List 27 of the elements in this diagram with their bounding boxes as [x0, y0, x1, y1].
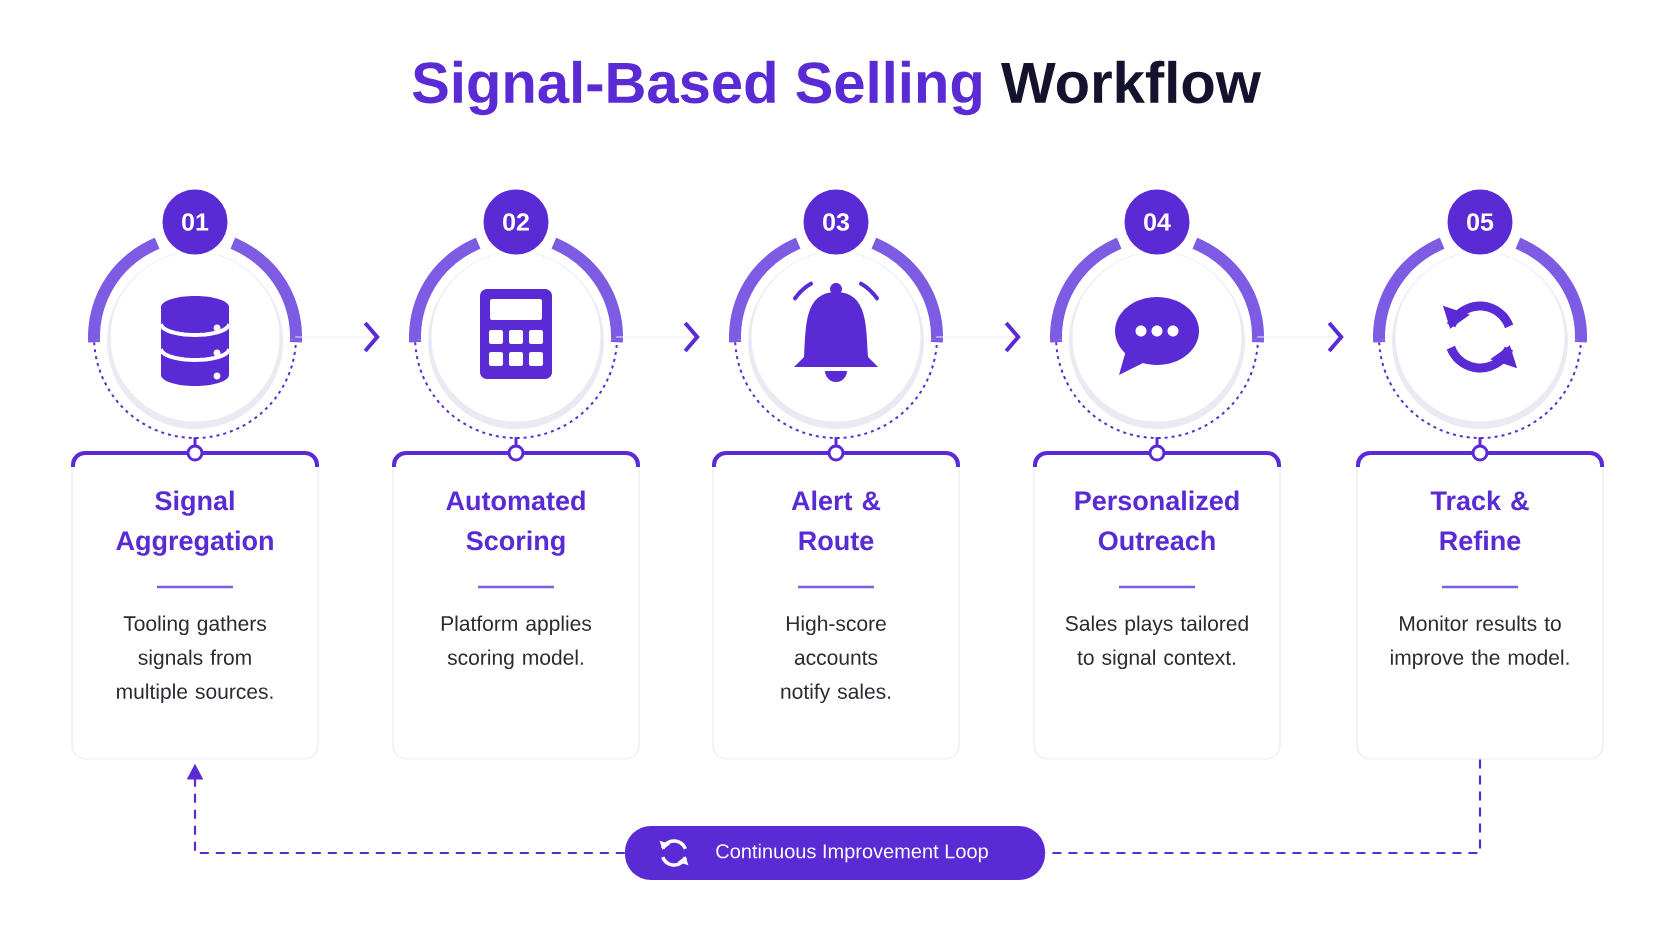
icon-circle	[1373, 237, 1587, 439]
stem-connector	[834, 437, 838, 446]
card-description: Tooling gathers signals from multiple sources.	[117, 615, 273, 704]
card-description: Sales plays tailored to signal context.	[1065, 615, 1248, 670]
card-title: Personalized Outreach	[1075, 490, 1239, 551]
chevron-arrow	[615, 321, 700, 353]
title: Signal-Based Selling Workflow	[412, 60, 1261, 116]
card-description: Platform applies scoring model.	[441, 615, 592, 670]
step-badge: 05	[1442, 184, 1518, 260]
chevron-arrow	[935, 321, 1021, 353]
stem-connector	[193, 437, 197, 446]
step-badge: 02	[478, 184, 554, 260]
chevron-arrow	[294, 321, 380, 353]
stem-connector	[514, 437, 518, 446]
step-badge: 04	[1119, 184, 1195, 260]
step-badge: 01	[157, 184, 233, 260]
card-description: Monitor results to improve the model.	[1390, 615, 1569, 670]
card-title: Alert & Route	[791, 490, 881, 551]
card-title: Track & Refine	[1430, 490, 1529, 551]
loop-pill: Continuous Improvement Loop	[625, 826, 1045, 880]
card-description: High-score accounts notify sales.	[781, 615, 891, 704]
stem-connector	[1155, 437, 1159, 446]
card-title: Signal Aggregation	[116, 490, 273, 556]
chevron-arrow	[1256, 321, 1344, 353]
stem-connector	[1478, 437, 1482, 446]
step-badge: 03	[798, 184, 874, 260]
card-title: Automated Scoring	[446, 490, 585, 556]
